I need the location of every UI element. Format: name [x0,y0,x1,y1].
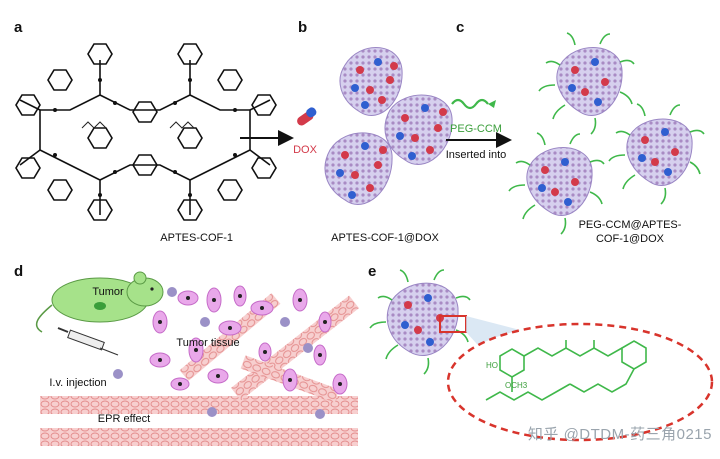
panel-e-label: e [368,263,376,280]
pegylated-particle [369,269,471,375]
panel-a-caption: APTES-COF-1 [160,232,233,244]
tumor-cells [149,285,348,395]
panel-a-label: a [14,19,23,36]
panel-b-caption: APTES-COF-1@DOX [331,232,439,244]
curcumin-peg-structure [485,340,647,401]
cof-particle [339,47,403,117]
dox-label: DOX [293,144,318,156]
panel-c-caption-line2: COF-1@DOX [596,233,665,245]
mouse-icon [35,271,164,333]
panel-d: d Tumor [14,263,360,446]
panel-b-label: b [298,19,307,36]
pegylated-particle [508,132,605,235]
panel-b: b DOX APTES-COF-1@DOX [293,19,453,244]
methoxy-group-label: OCH3 [505,381,528,390]
dox-capsule-icon [297,107,317,126]
epr-effect-label: EPR effect [98,413,150,425]
panel-d-label: d [14,263,23,280]
panel-e: e HO OCH3 [368,263,714,442]
pegylated-particle [608,103,705,205]
blood-vessel-lower [40,428,358,446]
tumor-cell-nuclei [158,294,342,386]
tumor-tissue-label: Tumor tissue [176,337,239,349]
hydroxyl-group-label: HO [486,361,498,370]
peg-ccm-label: PEG-CCM [450,123,502,135]
aptes-silane-group [81,121,195,129]
nanoparticles-in-circulation [113,287,325,419]
watermark: 知乎 @DTDM-药三角0215 [527,426,712,443]
peg-ccm-head-icon [488,100,496,108]
pegylated-particle [538,32,635,135]
phenyl-ring-icon [15,43,277,221]
inserted-into-label: Inserted into [446,149,507,161]
peg-ccm-icon [451,98,489,110]
blood-vessel-branch [179,293,281,381]
panel-c-label: c [456,19,464,36]
panel-c-caption-line1: PEG-CCM@APTES- [579,219,682,231]
panel-c: c PEG-CCM Inserted into [446,19,705,245]
boroxine-atoms [53,78,237,197]
cof-particle [324,132,393,205]
iv-injection-label: I.v. injection [49,377,106,389]
cof-framework [15,43,277,221]
blood-vessel-upper [40,396,358,414]
tumor-label: Tumor [92,286,124,298]
panel-a: a [14,19,277,244]
syringe-icon [57,327,119,356]
cof-particle [384,94,453,165]
